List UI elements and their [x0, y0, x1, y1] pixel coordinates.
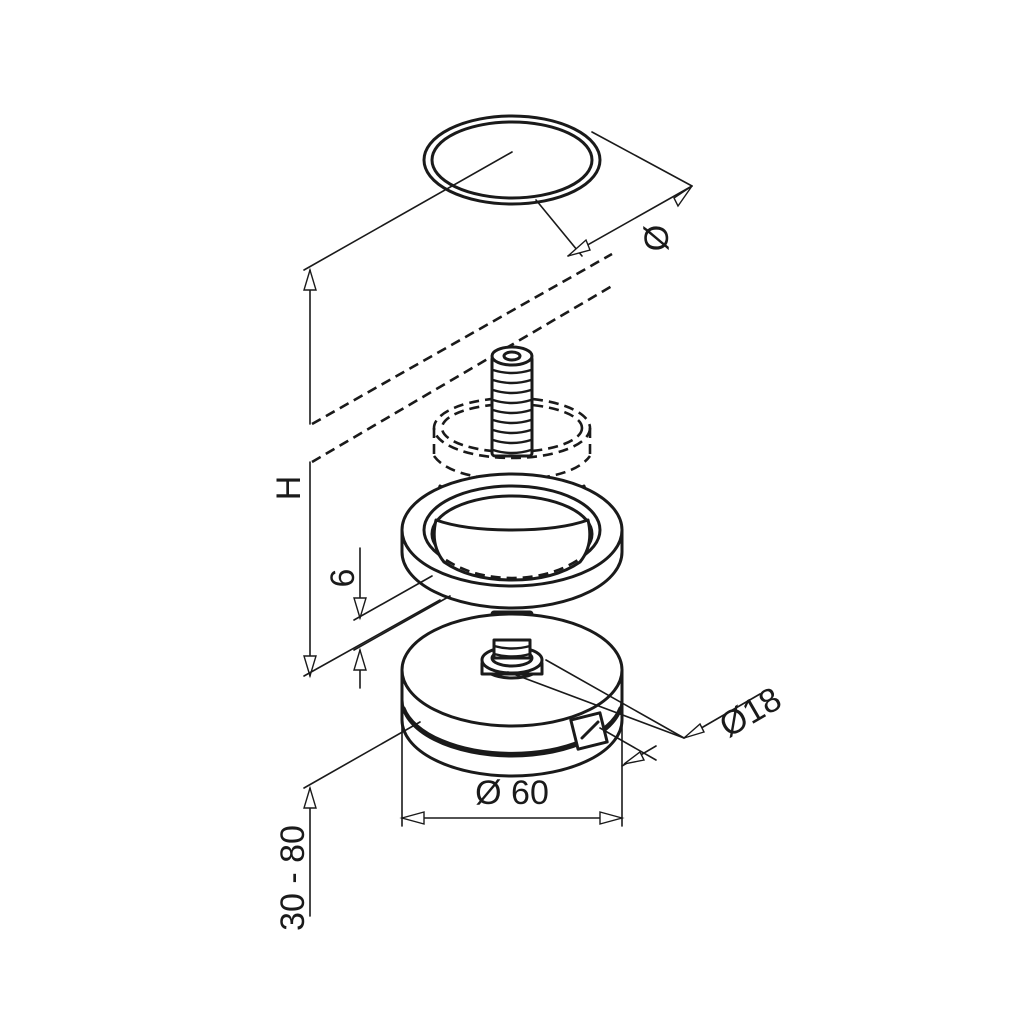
base-diameter-label: Ø 60 — [475, 774, 549, 812]
insertion-guide-lines — [311, 252, 613, 464]
bolt-diameter-dimension — [507, 659, 761, 767]
base-plate — [400, 612, 624, 778]
top-ring — [422, 114, 602, 206]
ring-diameter-label: Ø — [638, 225, 676, 251]
flange-disc — [400, 472, 624, 610]
bolt-diameter-label: Ø18 — [713, 680, 788, 745]
gap-label: 6 — [324, 569, 362, 588]
adjustment-range-dimension — [303, 721, 421, 917]
height-label: H — [270, 476, 308, 501]
adjustment-range-label: 30 - 80 — [274, 825, 312, 931]
base-diameter-dimension — [399, 699, 625, 827]
ring-center-projection — [303, 151, 513, 271]
height-dimension — [303, 267, 441, 679]
gap-dimension — [353, 547, 451, 689]
threaded-stud — [490, 345, 534, 458]
ring-diameter-dimension — [535, 131, 693, 257]
